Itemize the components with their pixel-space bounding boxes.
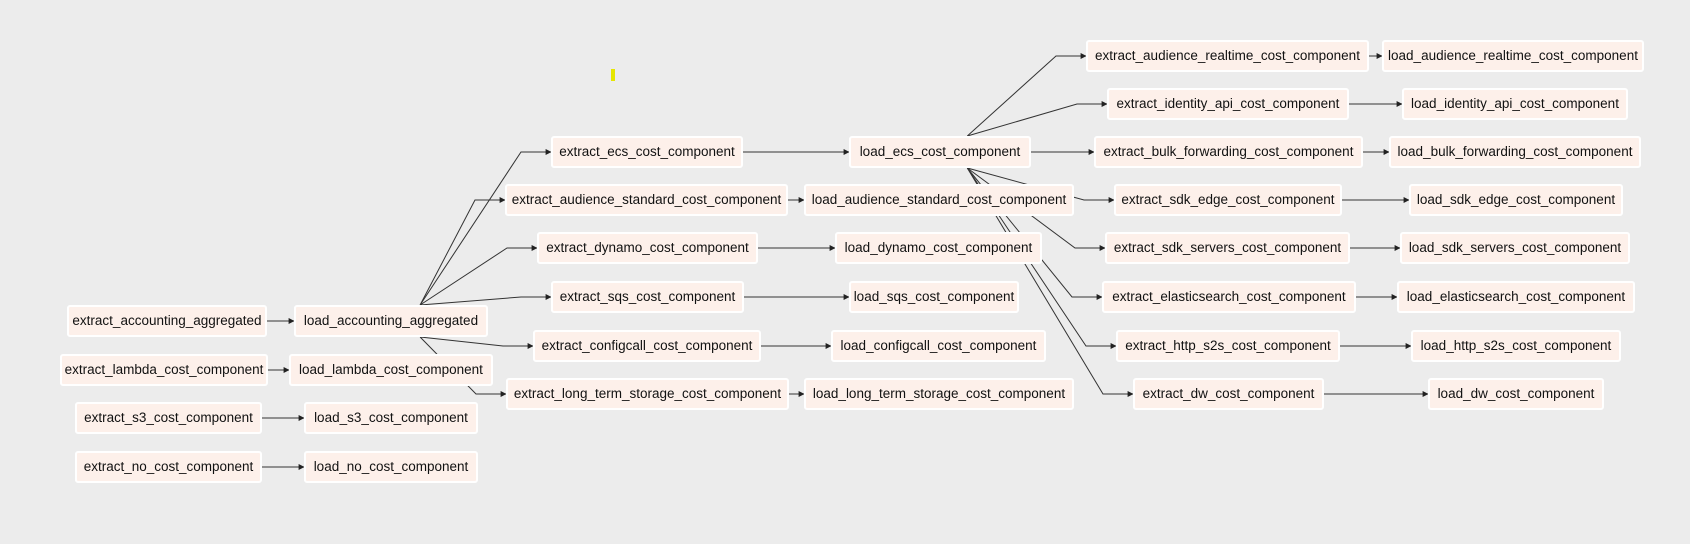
- task-node-extract-accounting-aggregated[interactable]: extract_accounting_aggregated: [67, 305, 267, 337]
- edge-load-accounting-aggregated-to-extract-sqs-cost-component: [420, 294, 552, 306]
- task-node-load-lambda-cost-component[interactable]: load_lambda_cost_component: [289, 354, 493, 386]
- edge-load-ecs-cost-component-to-extract-http-s2s-cost-component: [966, 167, 1117, 349]
- task-node-load-accounting-aggregated[interactable]: load_accounting_aggregated: [294, 305, 488, 337]
- task-node-extract-dynamo-cost-component[interactable]: extract_dynamo_cost_component: [537, 232, 758, 264]
- task-node-extract-audience-realtime-cost-component[interactable]: extract_audience_realtime_cost_component: [1086, 40, 1369, 72]
- task-node-extract-elasticsearch-cost-component[interactable]: extract_elasticsearch_cost_component: [1102, 281, 1356, 313]
- task-node-load-sqs-cost-component[interactable]: load_sqs_cost_component: [849, 281, 1019, 313]
- task-node-extract-sdk-servers-cost-component[interactable]: extract_sdk_servers_cost_component: [1105, 232, 1350, 264]
- task-node-extract-s3-cost-component[interactable]: extract_s3_cost_component: [75, 402, 262, 434]
- task-node-load-elasticsearch-cost-component[interactable]: load_elasticsearch_cost_component: [1397, 281, 1635, 313]
- edge-load-ecs-cost-component-to-extract-identity-api-cost-component: [967, 101, 1108, 137]
- task-node-load-sdk-servers-cost-component[interactable]: load_sdk_servers_cost_component: [1400, 232, 1630, 264]
- task-node-extract-long-term-storage-cost-component[interactable]: extract_long_term_storage_cost_component: [506, 378, 789, 410]
- task-node-extract-dw-cost-component[interactable]: extract_dw_cost_component: [1133, 378, 1324, 410]
- task-node-extract-no-cost-component[interactable]: extract_no_cost_component: [75, 451, 262, 483]
- task-node-load-http-s2s-cost-component[interactable]: load_http_s2s_cost_component: [1411, 330, 1621, 362]
- edge-load-accounting-aggregated-to-extract-audience-standard-cost-component: [419, 197, 506, 306]
- task-node-load-long-term-storage-cost-component[interactable]: load_long_term_storage_cost_component: [804, 378, 1074, 410]
- task-node-load-bulk-forwarding-cost-component[interactable]: load_bulk_forwarding_cost_component: [1389, 136, 1641, 168]
- task-node-load-dw-cost-component[interactable]: load_dw_cost_component: [1428, 378, 1604, 410]
- edge-load-ecs-cost-component-to-extract-audience-realtime-cost-component: [966, 53, 1087, 137]
- edge-load-accounting-aggregated-to-extract-configcall-cost-component: [420, 336, 534, 349]
- task-node-load-audience-standard-cost-component[interactable]: load_audience_standard_cost_component: [804, 184, 1074, 216]
- task-node-load-audience-realtime-cost-component[interactable]: load_audience_realtime_cost_component: [1382, 40, 1644, 72]
- task-node-extract-identity-api-cost-component[interactable]: extract_identity_api_cost_component: [1107, 88, 1349, 120]
- task-node-load-identity-api-cost-component[interactable]: load_identity_api_cost_component: [1402, 88, 1628, 120]
- task-node-extract-lambda-cost-component[interactable]: extract_lambda_cost_component: [60, 354, 268, 386]
- task-node-load-dynamo-cost-component[interactable]: load_dynamo_cost_component: [835, 232, 1042, 264]
- task-node-extract-ecs-cost-component[interactable]: extract_ecs_cost_component: [551, 136, 743, 168]
- task-node-extract-audience-standard-cost-component[interactable]: extract_audience_standard_cost_component: [505, 184, 788, 216]
- task-node-load-s3-cost-component[interactable]: load_s3_cost_component: [304, 402, 478, 434]
- edge-load-ecs-cost-component-to-extract-sdk-edge-cost-component: [967, 167, 1115, 203]
- edge-load-accounting-aggregated-to-extract-ecs-cost-component: [419, 149, 552, 306]
- task-node-load-sdk-edge-cost-component[interactable]: load_sdk_edge_cost_component: [1409, 184, 1623, 216]
- edge-load-accounting-aggregated-to-extract-dynamo-cost-component: [419, 245, 538, 306]
- task-node-extract-sdk-edge-cost-component[interactable]: extract_sdk_edge_cost_component: [1114, 184, 1342, 216]
- task-node-extract-configcall-cost-component[interactable]: extract_configcall_cost_component: [533, 330, 761, 362]
- task-node-load-no-cost-component[interactable]: load_no_cost_component: [304, 451, 478, 483]
- task-node-extract-sqs-cost-component[interactable]: extract_sqs_cost_component: [551, 281, 744, 313]
- task-node-extract-bulk-forwarding-cost-component[interactable]: extract_bulk_forwarding_cost_component: [1094, 136, 1363, 168]
- task-node-load-ecs-cost-component[interactable]: load_ecs_cost_component: [849, 136, 1031, 168]
- task-node-extract-http-s2s-cost-component[interactable]: extract_http_s2s_cost_component: [1116, 330, 1340, 362]
- task-node-load-configcall-cost-component[interactable]: load_configcall_cost_component: [831, 330, 1046, 362]
- highlight-marker: [611, 69, 615, 81]
